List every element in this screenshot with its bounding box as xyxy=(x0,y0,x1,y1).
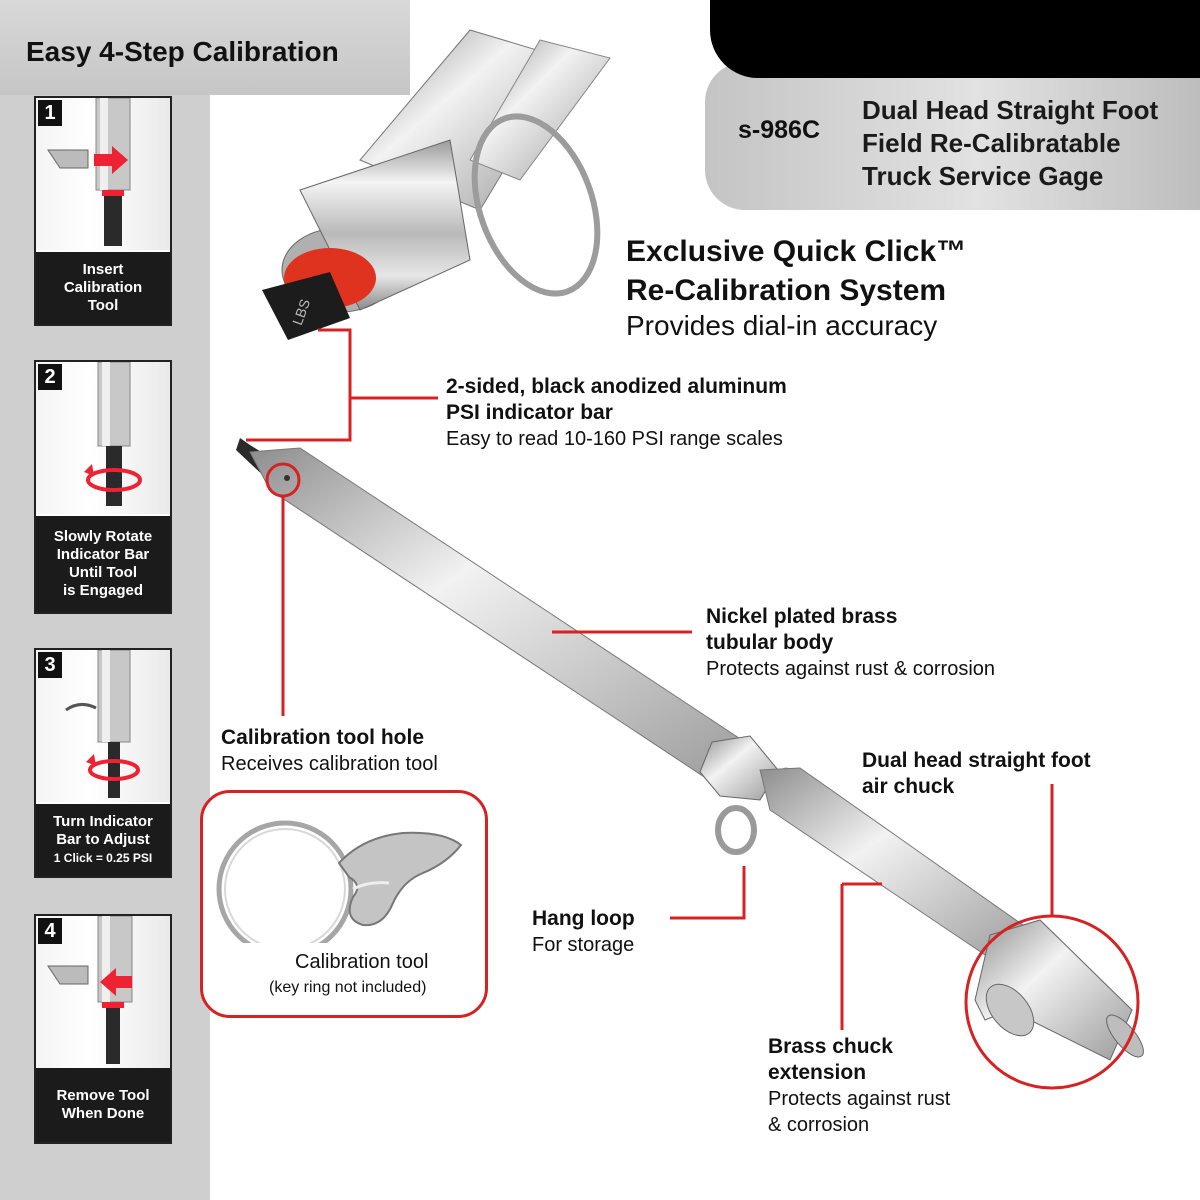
gauge-body xyxy=(236,438,1144,1061)
headline: Exclusive Quick Click™ Re-Calibration Sy… xyxy=(626,235,967,307)
headline-subtitle: Provides dial-in accuracy xyxy=(626,310,938,341)
gauge-top-closeup: LBS xyxy=(262,29,611,340)
callout-hang-loop: Hang loop For storage xyxy=(532,907,635,956)
calibration-tool-box: Calibration tool (key ring not included) xyxy=(200,790,488,1018)
calibration-tool-note: (key ring not included) xyxy=(269,979,427,996)
step-card-2: 2 Slowly Rotate Indicator Bar Until Tool… xyxy=(34,360,172,614)
header-black-band xyxy=(710,0,1200,78)
callout-tubular-body: Nickel plated brass tubular body Protect… xyxy=(706,605,996,680)
header-panel xyxy=(705,62,1200,210)
callout-leaders xyxy=(246,328,1140,1090)
callout-air-chuck: Dual head straight foot air chuck xyxy=(862,749,1091,798)
step-number: 1 xyxy=(38,100,62,126)
callout-calibration-hole: Calibration tool hole Receives calibrati… xyxy=(221,726,438,775)
step-caption: Insert Calibration Tool xyxy=(36,252,170,324)
calibration-tool-label: Calibration tool xyxy=(295,951,429,973)
callout-chuck-extension: Brass chuck extension Protects against r… xyxy=(768,1035,951,1136)
callout-indicator-bar: 2-sided, black anodized aluminum PSI ind… xyxy=(446,375,787,450)
step-caption: Remove Tool When Done xyxy=(36,1068,170,1142)
step-card-1: 1 Insert Calibration Tool xyxy=(34,96,172,326)
step-number: 2 xyxy=(38,364,62,390)
step-card-3: 3 Turn Indicator Bar to Adjust 1 Click =… xyxy=(34,648,172,878)
model-number: s-986C xyxy=(738,116,820,144)
key-ring-top xyxy=(471,113,601,297)
sidebar-title: Easy 4-Step Calibration xyxy=(26,36,339,67)
sidebar-header xyxy=(0,0,410,95)
product-title: Dual Head Straight Foot Field Re-Calibra… xyxy=(862,95,1159,191)
step-card-4: 4 Remove Tool When Done xyxy=(34,914,172,1144)
step-number: 4 xyxy=(38,918,62,944)
step-number: 3 xyxy=(38,652,62,678)
step-caption: Turn Indicator Bar to Adjust 1 Click = 0… xyxy=(36,804,170,876)
calibration-tool-image xyxy=(216,820,463,943)
step-4-illustration xyxy=(36,916,170,1068)
hang-loop xyxy=(715,805,757,855)
step-caption: Slowly Rotate Indicator Bar Until Tool i… xyxy=(36,516,170,612)
